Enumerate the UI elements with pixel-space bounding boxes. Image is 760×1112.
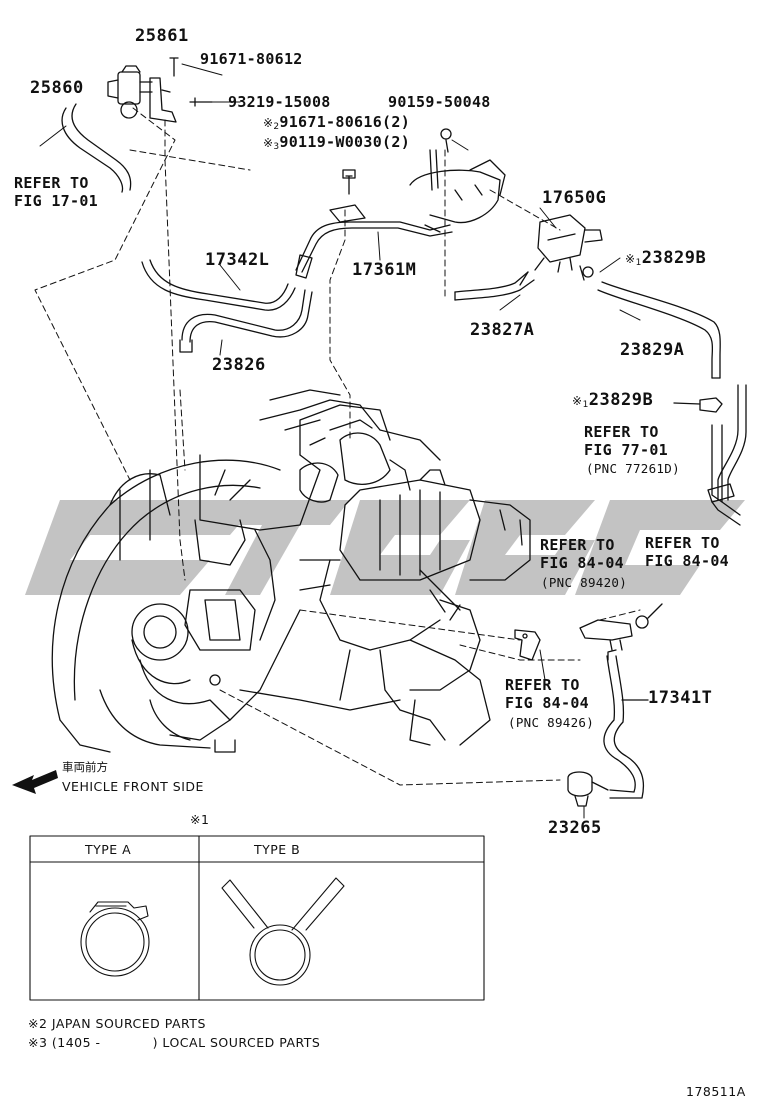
direction-label-jp: 車両前方 [62, 760, 108, 774]
legend-frame [29, 835, 485, 1001]
label-23827a: 23827A [470, 320, 535, 340]
ref-17-01-line2: FIG 17-01 [14, 192, 98, 210]
part-fig77-pipes [707, 384, 747, 526]
legend-type-b: TYPE B [254, 842, 301, 857]
label-23826: 23826 [212, 355, 266, 375]
part-23826-hose [179, 289, 313, 353]
ref-17-01-line1: REFER TO [14, 174, 89, 192]
ref-84-04c-pnc: (PNC 89426) [508, 715, 595, 730]
label-91671-80612: 91671-80612 [200, 50, 303, 68]
ref-84-04a-line1: REFER TO [540, 536, 615, 554]
part-23829b-clip [673, 397, 723, 413]
part-25861-bracket [149, 57, 213, 123]
label-23265: 23265 [548, 818, 602, 838]
part-sensor-84-04 [514, 603, 663, 661]
label-23829b-top: ※123829B [625, 248, 707, 268]
ref-84-04c-line2: FIG 84-04 [505, 694, 589, 712]
part-17361m-pipe [295, 149, 506, 279]
legend-type-a: TYPE A [85, 842, 132, 857]
legend-marker: ※1 [190, 812, 210, 827]
label-17361m: 17361M [352, 260, 417, 280]
ref-77-01-line1: REFER TO [584, 423, 659, 441]
ref-84-04b-line1: REFER TO [645, 534, 720, 552]
part-17341t-hose [603, 655, 649, 799]
part-23829a-hose [579, 265, 721, 379]
label-90119-w0030: ※390119-W0030(2) [263, 133, 411, 152]
part-23827a-hose [454, 271, 535, 301]
leaders-solid [39, 63, 647, 819]
label-17650g: 17650G [542, 188, 607, 208]
ref-77-01-pnc: (PNC 77261D) [586, 461, 680, 476]
leader-lines [34, 107, 641, 786]
watermark-logo [25, 500, 745, 595]
label-90159-50048: 90159-50048 [388, 93, 491, 111]
vehicle-front-arrow [12, 770, 58, 794]
ref-84-04c-line1: REFER TO [505, 676, 580, 694]
label-17341t: 17341T [648, 688, 713, 708]
label-23829b-mid: ※123829B [572, 390, 654, 410]
part-17650g-vsv [519, 214, 603, 286]
footnote-2: ※2 JAPAN SOURCED PARTS [28, 1016, 206, 1031]
label-93219-15008: 93219-15008 [228, 93, 331, 111]
direction-label-en: VEHICLE FRONT SIDE [62, 779, 204, 794]
engine-assembly [51, 389, 531, 753]
part-25860-vsv [61, 65, 153, 193]
ref-84-04a-line2: FIG 84-04 [540, 554, 624, 572]
label-25860: 25860 [30, 78, 84, 98]
part-90159-bolt [342, 128, 452, 195]
label-25861: 25861 [135, 26, 189, 46]
part-23265-valve [567, 771, 609, 807]
part-17342l-hose [141, 259, 296, 311]
footnote-3: ※3 (1405 -) LOCAL SOURCED PARTS [28, 1035, 321, 1050]
illustration-id: 178511A [686, 1084, 746, 1099]
label-23829a: 23829A [620, 340, 685, 360]
ref-84-04b-line2: FIG 84-04 [645, 552, 729, 570]
label-91671-80616: ※291671-80616(2) [263, 113, 411, 132]
ref-84-04a-pnc: (PNC 89420) [541, 575, 628, 590]
label-17342l: 17342L [205, 250, 270, 270]
ref-77-01-line2: FIG 77-01 [584, 441, 668, 459]
